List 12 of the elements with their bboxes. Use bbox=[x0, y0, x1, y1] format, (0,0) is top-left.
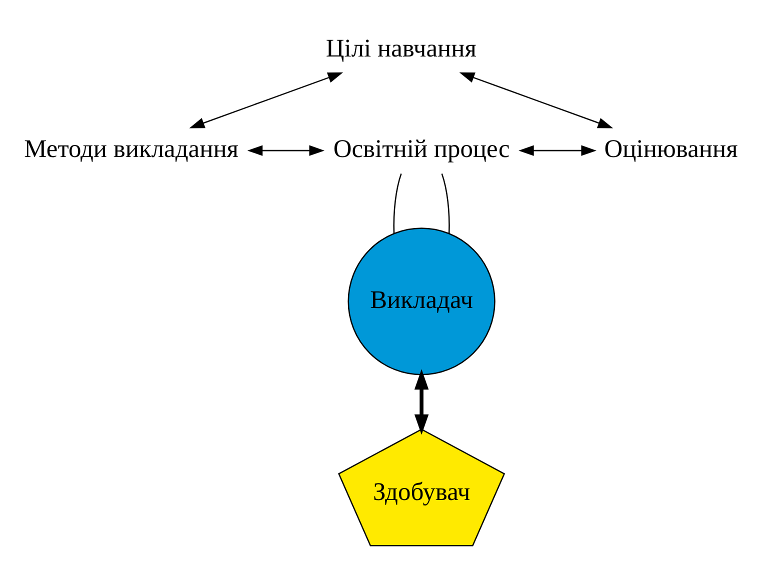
connector bbox=[441, 174, 450, 234]
arrow bbox=[459, 72, 614, 128]
node-text: Цілі навчання bbox=[326, 33, 476, 62]
arrow bbox=[518, 145, 597, 156]
node-circle: Викладач bbox=[348, 228, 496, 376]
arrow bbox=[189, 72, 344, 128]
node-text: Освітній процес bbox=[333, 134, 510, 163]
node-text: Методи викладання bbox=[24, 134, 239, 163]
arrow bbox=[414, 369, 429, 435]
node-text: Оцінювання bbox=[604, 134, 738, 163]
arrow bbox=[247, 145, 325, 156]
connector bbox=[393, 174, 402, 234]
